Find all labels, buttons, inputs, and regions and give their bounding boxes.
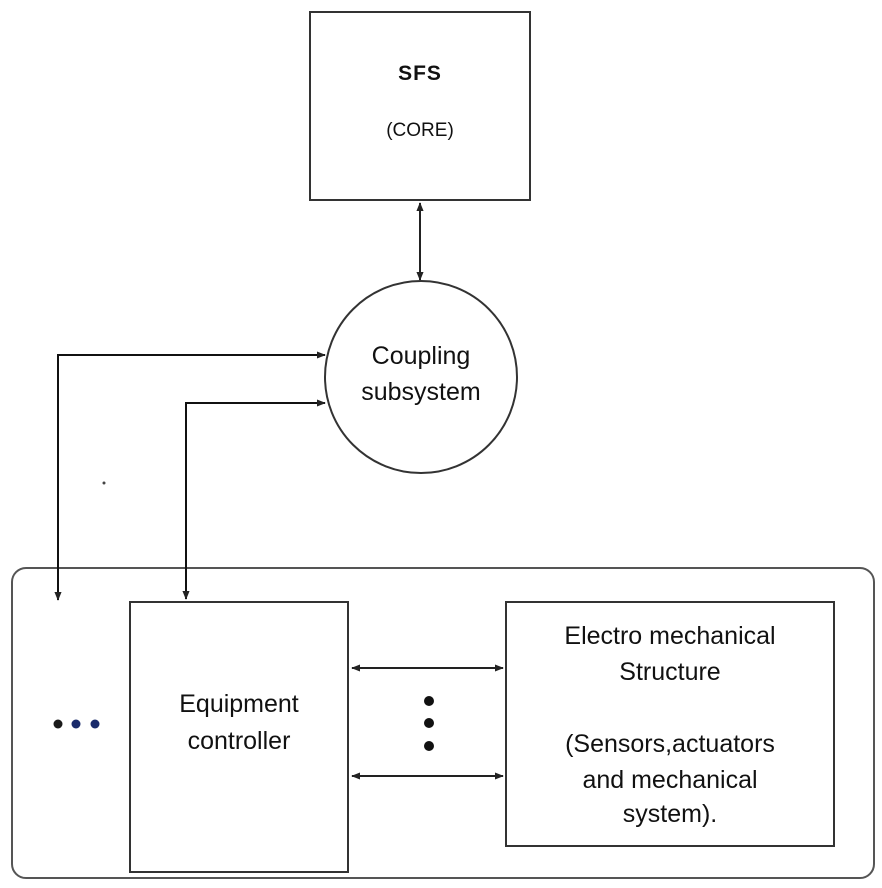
- equipment-label-line2: controller: [187, 727, 291, 755]
- sfs-core-box: [309, 11, 531, 201]
- stray-dot: [102, 481, 106, 485]
- electro-label-line3: (Sensors,actuators: [565, 730, 775, 758]
- vertical-ellipsis-icon: [424, 696, 434, 751]
- electro-label-line1: Electro mechanical: [564, 622, 776, 650]
- electro-label-line4: and mechanical: [582, 766, 758, 794]
- coupling-label-line1: Coupling: [371, 342, 471, 370]
- electro-label-line5: system).: [622, 800, 718, 828]
- ellipsis-icon: [53, 719, 100, 729]
- controller-connection-line: [182, 399, 326, 600]
- equipment-controller-box: [129, 601, 349, 873]
- equipment-label-line1: Equipment: [179, 690, 299, 718]
- coupling-subsystem-circle: [324, 280, 518, 474]
- sfs-title: SFS: [398, 62, 442, 85]
- coupling-label-line2: subsystem: [361, 378, 481, 406]
- electro-mechanical-box: [505, 601, 835, 847]
- sfs-subtitle: (CORE): [386, 120, 454, 141]
- electro-label-line2: Structure: [619, 658, 721, 686]
- left-connection-line: [54, 351, 326, 601]
- equipment-container: [11, 567, 875, 879]
